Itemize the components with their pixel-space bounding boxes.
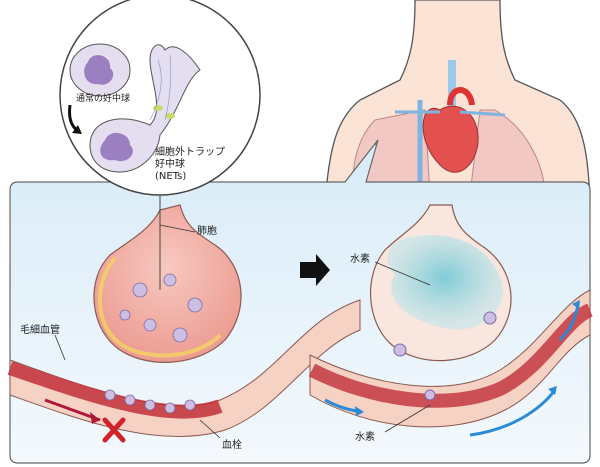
label-nets-line2: 好中球 bbox=[155, 157, 185, 170]
label-hydrogen-vessel: 水素 bbox=[355, 430, 375, 443]
blocked-x-icon bbox=[102, 417, 126, 443]
label-nets-line3: (NETs) bbox=[155, 171, 186, 182]
label-capillary: 毛細血管 bbox=[20, 323, 60, 336]
label-thrombus: 血栓 bbox=[222, 438, 242, 451]
neutrophil-magnifier bbox=[59, 0, 261, 290]
label-nets-line1: 細胞外トラップ bbox=[155, 145, 225, 158]
hydrogen-treated-scene bbox=[308, 204, 594, 437]
hydrogen-cloud bbox=[387, 235, 503, 330]
label-alveolus: 肺胞 bbox=[197, 225, 217, 237]
before-after-arrow-icon bbox=[300, 254, 330, 286]
inflamed-alveolus-scene bbox=[7, 204, 361, 443]
label-hydrogen-alveolus: 水素 bbox=[350, 252, 370, 265]
heart bbox=[422, 105, 479, 173]
torso-figure bbox=[324, 0, 591, 201]
label-normal-neutrophil: 通常の好中球 bbox=[76, 92, 130, 104]
neutrophils-in-alveolus bbox=[104, 273, 203, 414]
